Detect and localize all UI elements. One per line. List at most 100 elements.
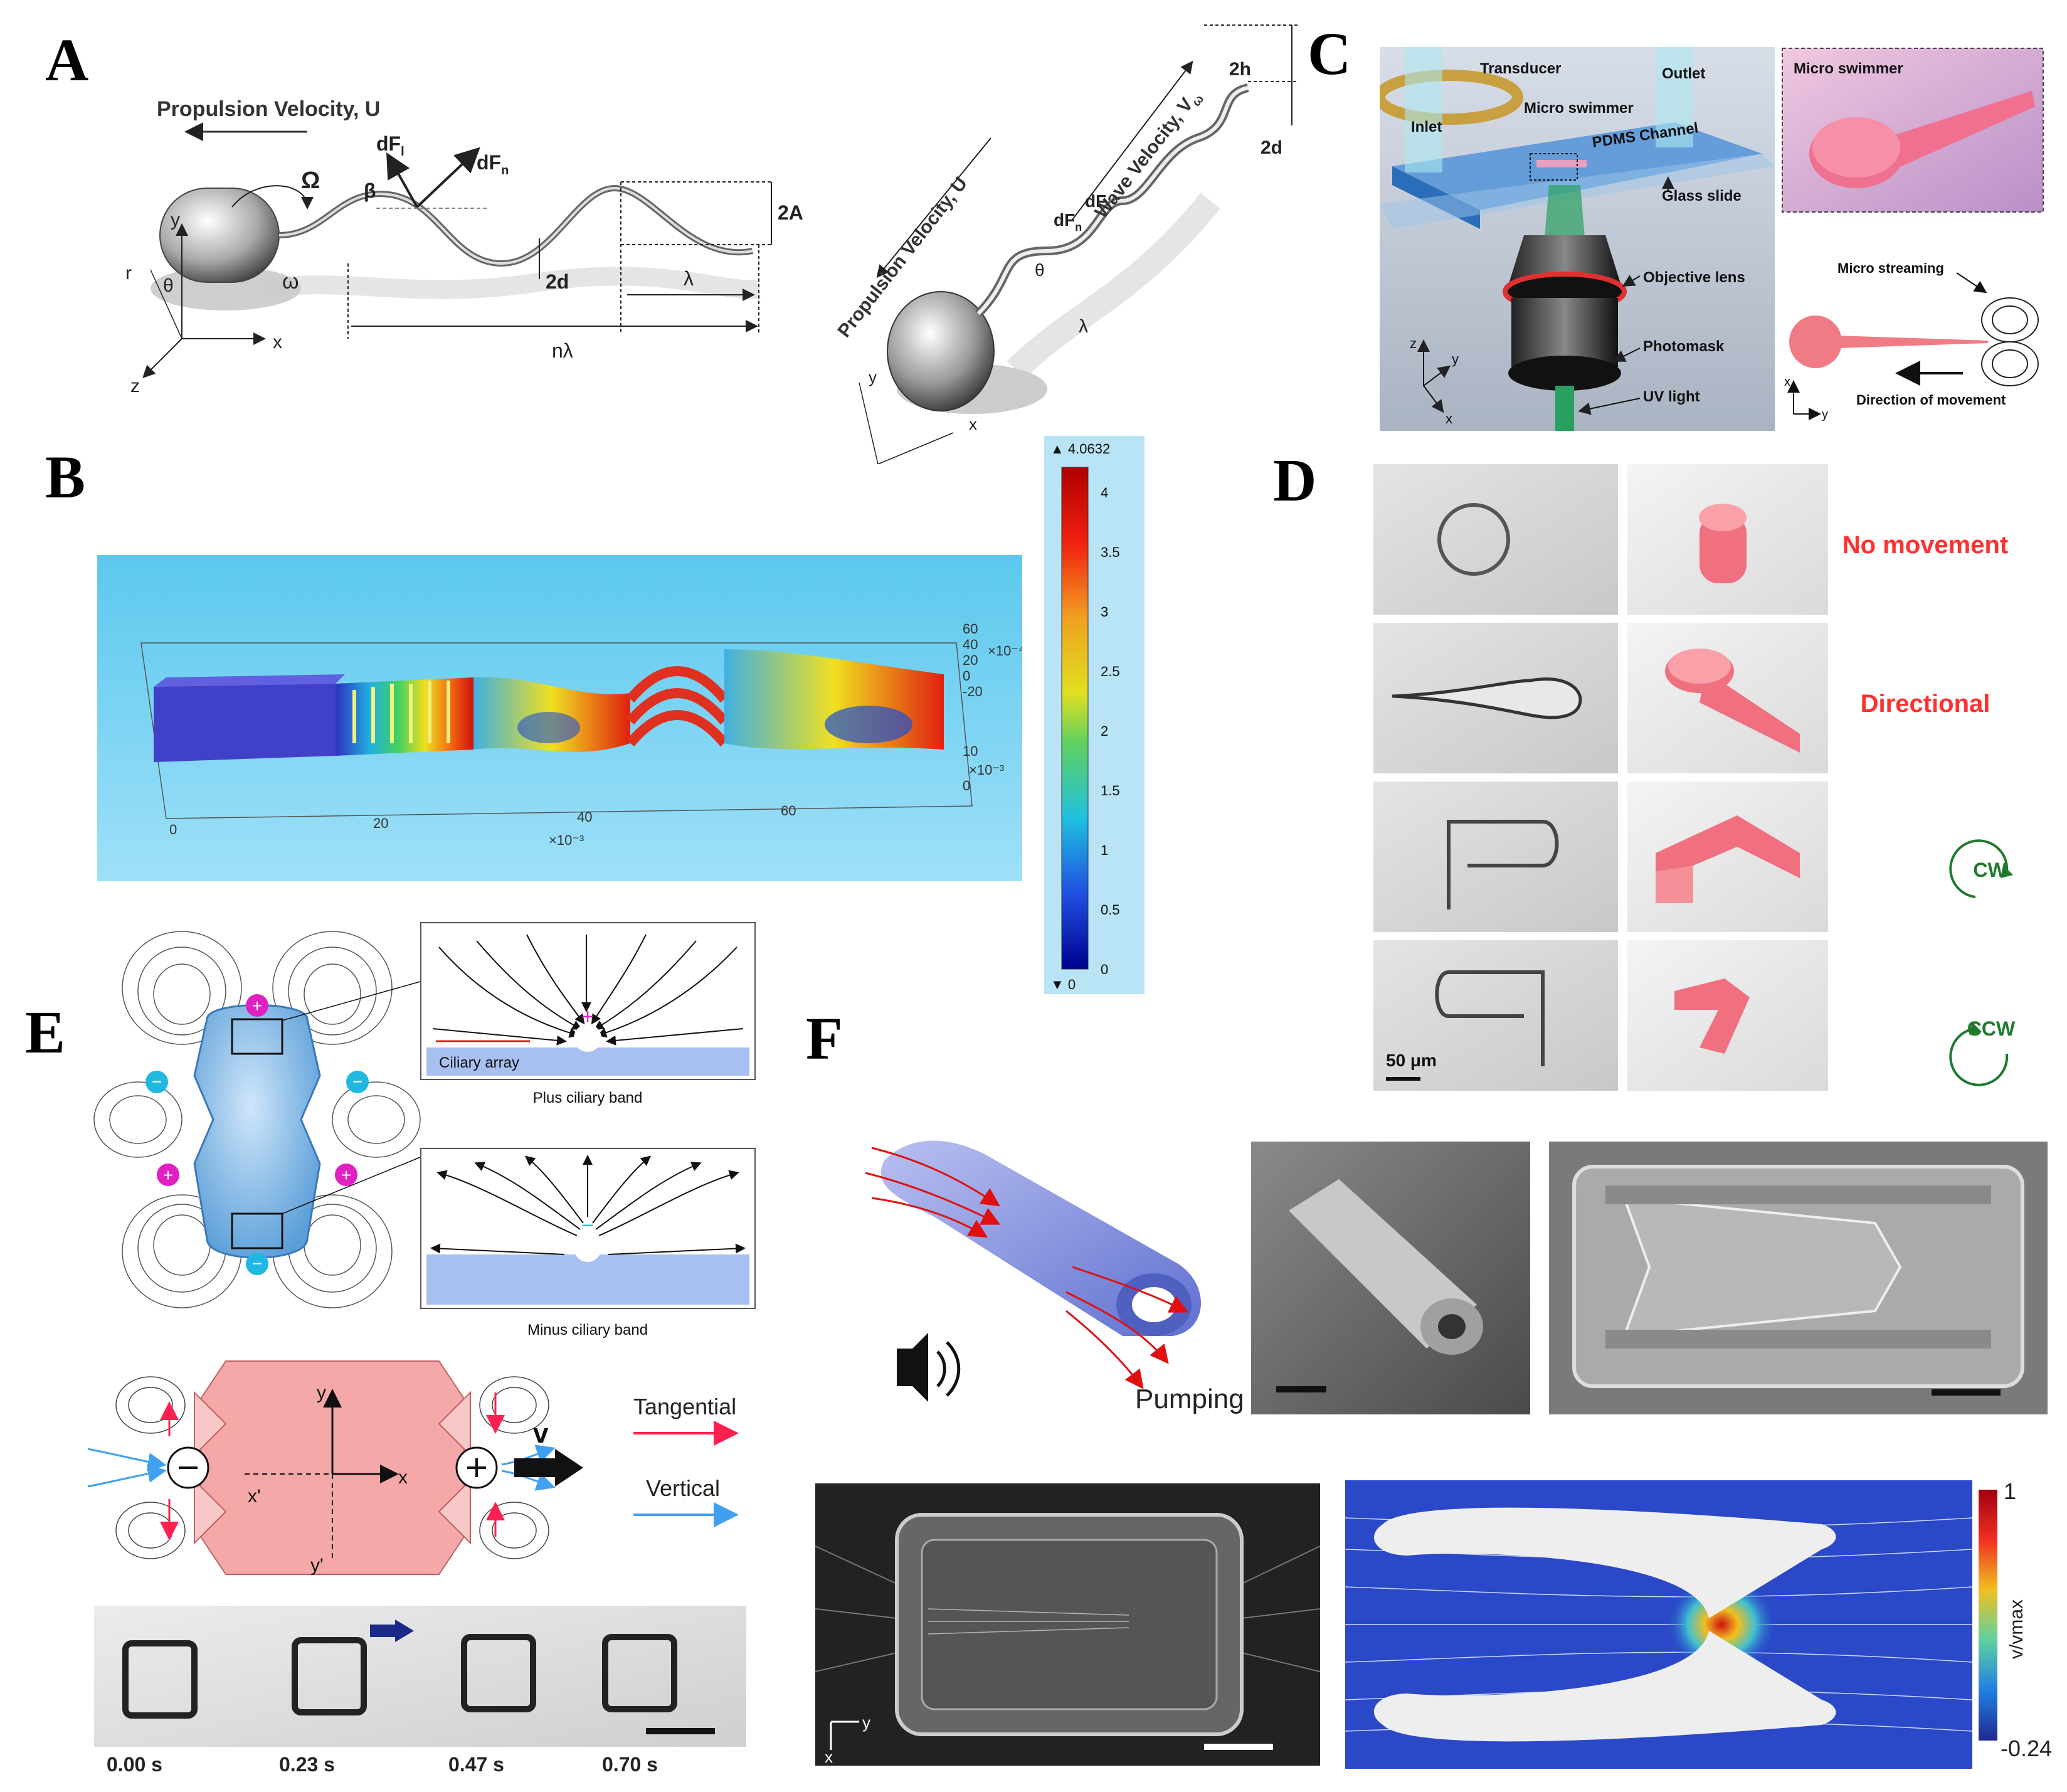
svg-text:Inlet: Inlet	[1411, 119, 1442, 135]
panel-b-label: B	[45, 443, 86, 511]
svg-text:z: z	[130, 376, 140, 396]
svg-text:Objective lens: Objective lens	[1643, 269, 1745, 286]
panel-f-tube-schematic: Pumping	[865, 1140, 1244, 1414]
svg-text:Photomask: Photomask	[1643, 338, 1725, 355]
svg-text:1.5: 1.5	[1101, 783, 1120, 798]
svg-text:0: 0	[963, 668, 970, 684]
svg-text:z: z	[1410, 336, 1417, 351]
svg-text:×10⁻³: ×10⁻³	[549, 832, 584, 848]
svg-text:+: +	[163, 1165, 173, 1185]
svg-text:Ω: Ω	[301, 167, 320, 194]
svg-text:dFn: dFn	[1054, 210, 1082, 233]
svg-text:UV light: UV light	[1643, 388, 1700, 405]
svg-text:v: v	[533, 1418, 549, 1449]
svg-text:ω: ω	[282, 270, 299, 294]
svg-text:10: 10	[963, 743, 978, 759]
d-row-label-2: CW	[1973, 859, 2007, 881]
panel-f-colorbar: 1 -0.24 v/vmax	[1979, 1478, 2052, 1761]
svg-text:r: r	[125, 263, 132, 284]
svg-text:Transducer: Transducer	[1480, 60, 1561, 77]
svg-text:y: y	[317, 1382, 326, 1403]
f-colorbar-min: -0.24	[2001, 1736, 2052, 1761]
svg-text:Outlet: Outlet	[1662, 65, 1705, 82]
svg-text:y: y	[171, 209, 180, 230]
f-pumping-label: Pumping	[1135, 1384, 1244, 1414]
panel-c-label: C	[1308, 20, 1351, 87]
panel-f-sem-top	[1549, 1142, 2048, 1414]
svg-text:2d: 2d	[1261, 137, 1282, 158]
svg-text:20: 20	[963, 652, 978, 668]
panel-d-label: D	[1273, 447, 1317, 514]
panel-e-larva-flow: + + + − − −	[93, 931, 421, 1308]
svg-text:2d: 2d	[546, 270, 569, 293]
svg-text:40: 40	[963, 637, 978, 652]
e-tangential-label: Tangential	[633, 1394, 736, 1419]
svg-text:θ: θ	[163, 275, 174, 296]
svg-text:60: 60	[963, 621, 978, 637]
d-row-label-3: CCW	[1967, 1017, 2016, 1040]
svg-text:4: 4	[1101, 485, 1108, 501]
a-left-velocity-label: Propulsion Velocity, U	[157, 97, 380, 121]
svg-text:0: 0	[1101, 962, 1108, 977]
svg-text:x': x'	[248, 1486, 261, 1507]
svg-text:dFn: dFn	[477, 151, 509, 178]
f-colorbar-label: v/vmax	[2006, 1599, 2027, 1659]
svg-text:2.5: 2.5	[1101, 664, 1120, 679]
svg-text:Direction of movement: Direction of movement	[1856, 392, 2006, 408]
panel-e-timelapse	[94, 1606, 746, 1747]
e-time-1: 0.23 s	[279, 1753, 335, 1776]
svg-text:0: 0	[963, 778, 970, 793]
b-colorbar-max: ▲ 4.0632	[1050, 441, 1110, 457]
svg-text:20: 20	[373, 815, 388, 831]
panel-e-robot-schematic: y x x' y' v Tangential Vertical	[87, 1360, 739, 1576]
svg-text:y: y	[1822, 408, 1828, 421]
panel-b-simulation: 0 20 40 60 ×10⁻³ 60 40 20 0 -20 ×10⁻⁴ 10…	[97, 555, 1022, 881]
b-colorbar-min: ▼ 0	[1050, 977, 1076, 992]
svg-text:×10⁻³: ×10⁻³	[969, 762, 1004, 778]
d-scalebar-label: 50 μm	[1386, 1051, 1437, 1070]
svg-text:dFl: dFl	[376, 132, 404, 159]
svg-text:nλ: nλ	[552, 339, 573, 362]
svg-text:Ciliary array: Ciliary array	[439, 1054, 519, 1071]
svg-text:40: 40	[577, 809, 592, 825]
svg-text:−: −	[581, 1214, 594, 1238]
svg-text:×10⁻⁴: ×10⁻⁴	[988, 643, 1022, 659]
svg-text:-20: -20	[963, 684, 983, 699]
d-cw-icon	[1949, 839, 2013, 898]
svg-text:x: x	[1784, 375, 1790, 389]
panel-a-left-diagram: Propulsion Velocity, U Ω ω dFl dFn β 2d …	[125, 97, 803, 396]
panel-c-setup-diagram: Transducer Outlet Inlet Micro swimmer PD…	[1380, 47, 1775, 431]
e-time-0: 0.00 s	[107, 1753, 162, 1776]
svg-text:Plus ciliary band: Plus ciliary band	[533, 1090, 643, 1106]
svg-text:λ: λ	[684, 267, 694, 290]
e-vertical-label: Vertical	[646, 1475, 720, 1501]
svg-text:x: x	[825, 1747, 833, 1766]
svg-text:2A: 2A	[778, 201, 803, 224]
svg-text:x: x	[969, 415, 977, 433]
panel-f-sem-tube	[1251, 1142, 1530, 1414]
svg-text:60: 60	[781, 803, 796, 819]
svg-text:0.5: 0.5	[1101, 902, 1120, 918]
svg-text:y': y'	[310, 1555, 324, 1576]
svg-text:x: x	[398, 1467, 408, 1488]
svg-text:+: +	[252, 996, 262, 1015]
svg-text:0: 0	[169, 822, 177, 837]
e-minus-markers: − − −	[145, 1071, 369, 1275]
panel-f-streaming-photo: y x	[815, 1483, 1320, 1766]
svg-text:Micro swimmer: Micro swimmer	[1794, 60, 1903, 77]
svg-text:dF: dF	[1085, 191, 1106, 211]
svg-text:−: −	[252, 1254, 262, 1273]
svg-text:−: −	[152, 1072, 162, 1091]
svg-text:β: β	[364, 179, 376, 202]
e-time-2: 0.47 s	[448, 1753, 504, 1776]
svg-text:Glass slide: Glass slide	[1662, 188, 1742, 204]
svg-text:3: 3	[1101, 604, 1108, 620]
panel-c-streaming-diagram: Micro streaming Direction of movement x …	[1784, 260, 2039, 421]
panel-e-label: E	[25, 999, 66, 1066]
svg-text:3.5: 3.5	[1101, 544, 1120, 560]
b-colorbar-ticks: 4 3.5 3 2.5 2 1.5 1 0.5 0	[1101, 485, 1120, 977]
e-plus-markers: + + +	[157, 994, 357, 1186]
svg-text:λ: λ	[1079, 316, 1088, 337]
d-row-label-0: No movement	[1842, 531, 2009, 559]
svg-text:2h: 2h	[1229, 59, 1251, 80]
